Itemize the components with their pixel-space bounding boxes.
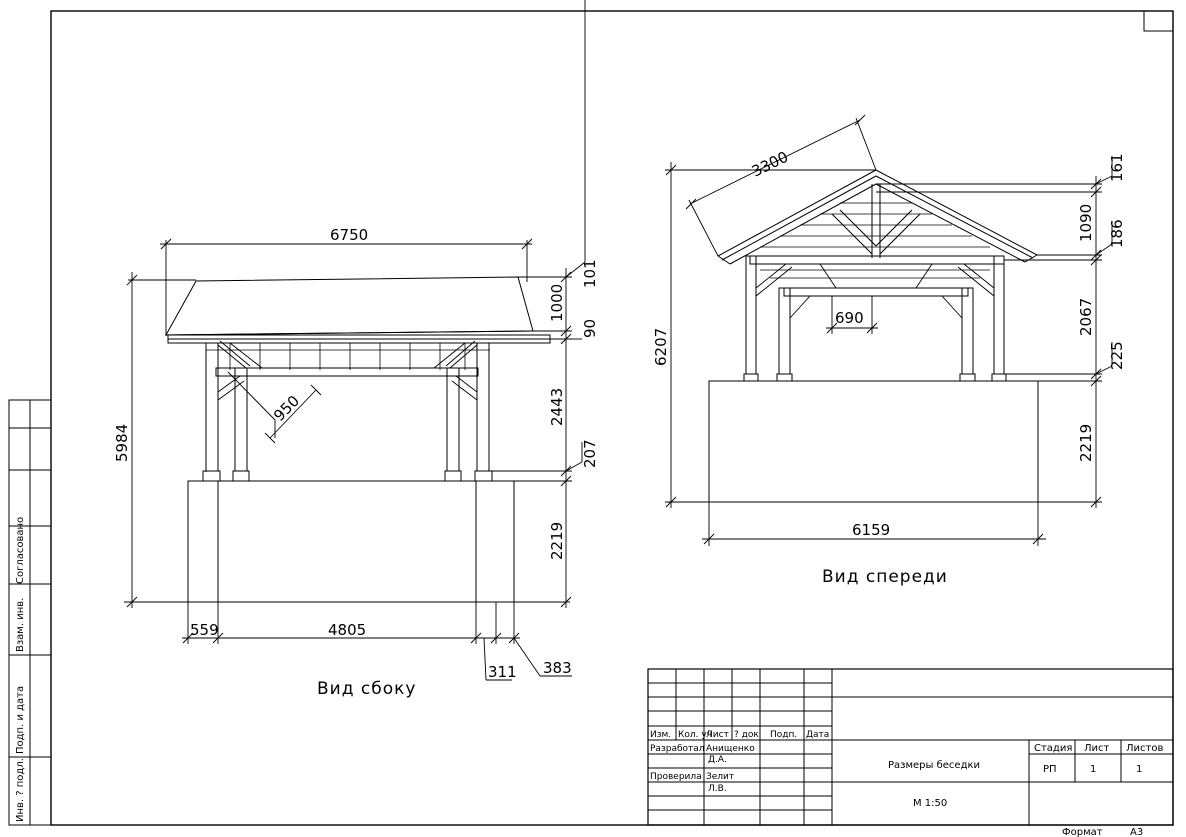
front-view: 3300 6207 161 1090 186 2067 225 2219 615… xyxy=(652,114,1126,587)
front-post-1 xyxy=(745,255,757,375)
side-view-title: Вид сбоку xyxy=(317,679,416,699)
front-dim-base-height: 2219 xyxy=(1077,424,1095,462)
side-dim-base-height: 2219 xyxy=(548,522,566,560)
tb-developed-label: Разработал xyxy=(650,744,705,754)
front-dim-eave: 186 xyxy=(1108,219,1126,248)
tb-header-list: Лист xyxy=(706,730,729,740)
corner-box xyxy=(1143,10,1174,32)
side-dim-roof-width: 6750 xyxy=(330,226,368,244)
agreed-label: Согласовано xyxy=(15,517,26,584)
side-dim-roof-height: 1000 xyxy=(548,284,566,322)
tb-sheet-header: Лист xyxy=(1084,743,1110,754)
tb-checked-initials: Л.В. xyxy=(708,784,727,794)
tb-checked-name: Зелит xyxy=(706,772,734,782)
side-dim-right-offset-a: 311 xyxy=(488,663,517,681)
tb-sheets: 1 xyxy=(1136,764,1142,775)
front-dim-total-height: 6207 xyxy=(652,328,670,366)
tb-stage: РП xyxy=(1043,764,1057,775)
tb-header-date: Дата xyxy=(806,730,829,740)
front-dim-bracket: 690 xyxy=(835,309,864,327)
side-dim-plinth-gap: 207 xyxy=(581,439,599,468)
side-dim-roof-fascia: 90 xyxy=(581,319,599,338)
tb-stage-header: Стадия xyxy=(1034,743,1072,754)
front-dim-plinth-gap: 225 xyxy=(1108,341,1126,370)
format-label: Формат xyxy=(1062,827,1103,837)
left-strip: Согласовано Взам. инв. Подп. и дата Инв.… xyxy=(8,399,52,826)
front-dim-roof-height: 1090 xyxy=(1077,204,1095,242)
tb-developed-name: Анищенко xyxy=(706,744,755,754)
front-dimensions xyxy=(665,114,1113,546)
front-view-title: Вид спереди xyxy=(822,567,948,587)
side-post-left-outer xyxy=(205,342,219,472)
tb-sheets-header: Листов xyxy=(1126,743,1163,754)
side-post-right-outer xyxy=(476,342,490,472)
front-plinth xyxy=(708,380,1039,503)
side-dimensions xyxy=(124,0,586,681)
front-dim-base-width: 6159 xyxy=(852,521,890,539)
front-post-3 xyxy=(961,287,974,375)
title-block: Изм. Кол. уч Лист ? док Подп. Дата Разра… xyxy=(647,668,1174,837)
front-tie-beam xyxy=(749,255,1005,265)
tb-header-sign: Подп. xyxy=(770,730,797,740)
tb-checked-label: Проверила xyxy=(650,772,702,782)
front-beam xyxy=(783,287,969,297)
side-dim-post-height: 2443 xyxy=(548,388,566,426)
side-dim-total-height: 5984 xyxy=(113,424,131,462)
tb-sheet: 1 xyxy=(1090,764,1096,775)
front-post-4 xyxy=(993,255,1005,375)
side-dim-roof-top: 101 xyxy=(581,259,599,288)
side-dim-left-offset: 559 xyxy=(190,621,219,639)
tb-header-izm: Изм. xyxy=(650,730,671,740)
front-dim-ridge: 161 xyxy=(1108,153,1126,182)
tb-title: Размеры беседки xyxy=(888,760,980,771)
side-plinth xyxy=(187,480,515,603)
inv-orig-label: Инв. ? подл. xyxy=(15,758,26,822)
front-post-2 xyxy=(778,287,791,375)
side-beam xyxy=(215,367,479,377)
tb-developed-initials: Д.А. xyxy=(708,755,727,765)
format-value: А3 xyxy=(1130,827,1143,837)
side-post-right xyxy=(446,367,460,472)
sign-date-label: Подп. и дата xyxy=(15,686,26,754)
side-view: 6750 5984 101 1000 90 2443 207 2219 950 … xyxy=(113,0,599,699)
front-dim-rafter: 3300 xyxy=(749,148,791,181)
side-roof xyxy=(165,276,534,336)
sheet-frame xyxy=(50,10,1174,826)
inv-replace-label: Взам. инв. xyxy=(15,598,26,652)
side-dim-right-offset-b: 383 xyxy=(543,659,572,677)
side-dim-base-span: 4805 xyxy=(328,621,366,639)
tb-header-doc: ? док xyxy=(734,730,759,740)
front-dim-post-height: 2067 xyxy=(1077,298,1095,336)
tb-header-kol: Кол. уч xyxy=(678,730,712,740)
tb-scale: М 1:50 xyxy=(913,798,947,809)
